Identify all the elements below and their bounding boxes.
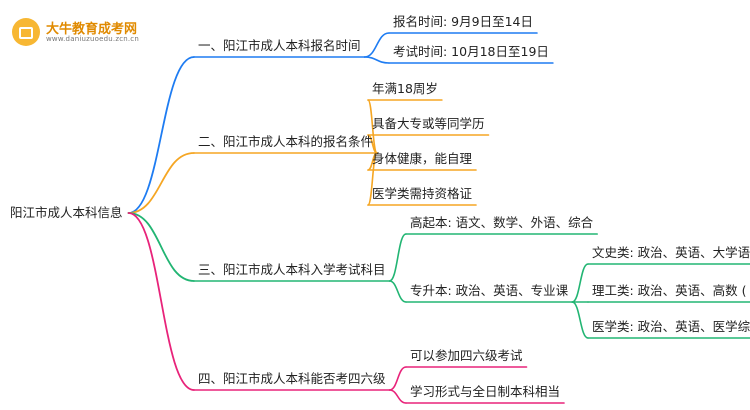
connector-b3-to-b3c1 <box>388 389 407 404</box>
leaf-medical-certificate: 医学类需持资格证 <box>372 186 473 201</box>
connector-b2c1-to-b2c1c0 <box>571 263 589 303</box>
leaf-registration-date: 报名时间: 9月9日至14日 <box>393 14 533 29</box>
leaf-age-requirement: 年满18周岁 <box>372 81 438 96</box>
connector-b1-to-b1c3 <box>367 152 378 206</box>
site-logo: 大牛教育成考网 www.daniuzuoedu.zcn.cn <box>12 16 162 50</box>
leaf-equivalent-fulltime: 学习形式与全日制本科相当 <box>410 384 561 399</box>
leaf-education-requirement: 具备大专或等同学历 <box>372 116 485 131</box>
leaf-liberal-arts-subjects: 文史类: 政治、英语、大学语文 <box>592 245 750 260</box>
logo-name: 大牛教育成考网 <box>46 22 138 37</box>
connector-b2-to-b2c1 <box>388 280 407 303</box>
branch-registration-time: 一、阳江市成人本科报名时间 <box>198 38 361 53</box>
root-topic: 阳江市成人本科信息 <box>10 205 123 220</box>
leaf-exam-date: 考试时间: 10月18日至19日 <box>393 44 549 59</box>
connector-root-to-b1 <box>127 152 195 214</box>
branch-registration-conditions: 二、阳江市成人本科的报名条件 <box>198 134 374 149</box>
connector-root-to-b3 <box>127 212 195 391</box>
connector-b2c1-to-b2c1c2 <box>571 301 589 339</box>
leaf-science-subjects: 理工类: 政治、英语、高数 ( 二 ) <box>592 283 750 298</box>
logo-url: www.daniuzuoedu.zcn.cn <box>46 35 139 43</box>
branch-cet-eligibility: 四、阳江市成人本科能否考四六级 <box>198 371 386 386</box>
connector-root-to-b2 <box>127 212 195 282</box>
connector-b3-to-b3c0 <box>388 366 407 391</box>
node-zhuanshengben-subjects: 专升本: 政治、英语、专业课 <box>410 283 569 298</box>
leaf-medical-subjects: 医学类: 政治、英语、医学综合 <box>592 319 750 334</box>
leaf-health-requirement: 身体健康，能自理 <box>372 151 473 166</box>
book-logo-icon <box>12 18 40 46</box>
connector-b0-to-b0c1 <box>363 56 390 64</box>
connector-b0-to-b0c0 <box>363 32 390 58</box>
branch-exam-subjects: 三、阳江市成人本科入学考试科目 <box>198 262 386 277</box>
connector-root-to-b0 <box>127 56 195 214</box>
leaf-can-take-cet: 可以参加四六级考试 <box>410 348 523 363</box>
leaf-gaoqiben-subjects: 高起本: 语文、数学、外语、综合 <box>410 215 594 230</box>
connector-b2-to-b2c0 <box>388 233 407 282</box>
